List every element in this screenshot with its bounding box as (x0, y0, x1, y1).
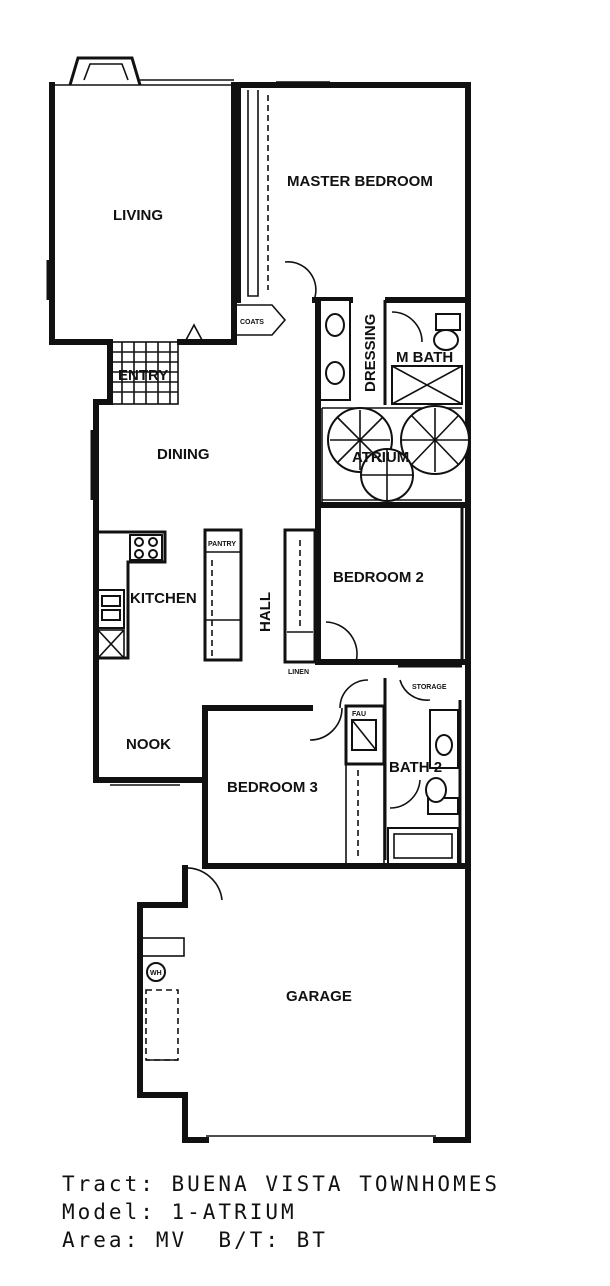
entry-area (107, 323, 203, 405)
nook-label: NOOK (126, 736, 171, 753)
main-living-walls (90, 297, 321, 786)
pantry-island: PANTRY (203, 528, 243, 662)
garage-walls: WH (137, 863, 471, 1143)
coats-closet: COATS (234, 304, 287, 336)
bedroom-2-walls (315, 508, 465, 665)
dressing-label: DRESSING (362, 314, 379, 392)
dressing-area (319, 297, 471, 405)
kitchen-label: KITCHEN (130, 590, 197, 607)
bedroom-3-label: BEDROOM 3 (227, 779, 318, 796)
wh-label: WH (150, 970, 162, 977)
linen-label: LINEN (288, 669, 309, 676)
bedroom-3-walls (202, 679, 369, 869)
atrium-area (319, 405, 470, 508)
floor-plan: COATS (46, 56, 471, 1143)
tract-line: Tract: BUENA VISTA TOWNHOMES (62, 1172, 501, 1196)
m-bath-label: M BATH (396, 349, 453, 366)
listing-info: Tract: BUENA VISTA TOWNHOMES Model: 1-AT… (62, 1170, 500, 1254)
bath-2-label: BATH 2 (389, 759, 442, 776)
fireplace (68, 56, 142, 86)
master-bedroom-label: MASTER BEDROOM (287, 173, 433, 190)
area-line: Area: MV B/T: BT (62, 1228, 328, 1252)
storage-label: STORAGE (412, 684, 447, 691)
dining-label: DINING (157, 446, 210, 463)
entry-label: ENTRY (118, 367, 168, 384)
fau-label: FAU (352, 711, 366, 718)
atrium-label: ATRIUM (352, 449, 409, 466)
coats-label: COATS (240, 319, 264, 326)
living-room-walls (46, 79, 237, 345)
kitchen-counters (96, 530, 167, 660)
garage-label: GARAGE (286, 988, 352, 1005)
pantry-label: PANTRY (208, 541, 236, 548)
fau-closet: FAU (344, 704, 386, 866)
bedroom-2-label: BEDROOM 2 (333, 569, 424, 586)
model-line: Model: 1-ATRIUM (62, 1200, 297, 1224)
living-label: LIVING (113, 207, 163, 224)
linen-closet: LINEN (283, 528, 317, 676)
hall-label: HALL (257, 592, 274, 632)
